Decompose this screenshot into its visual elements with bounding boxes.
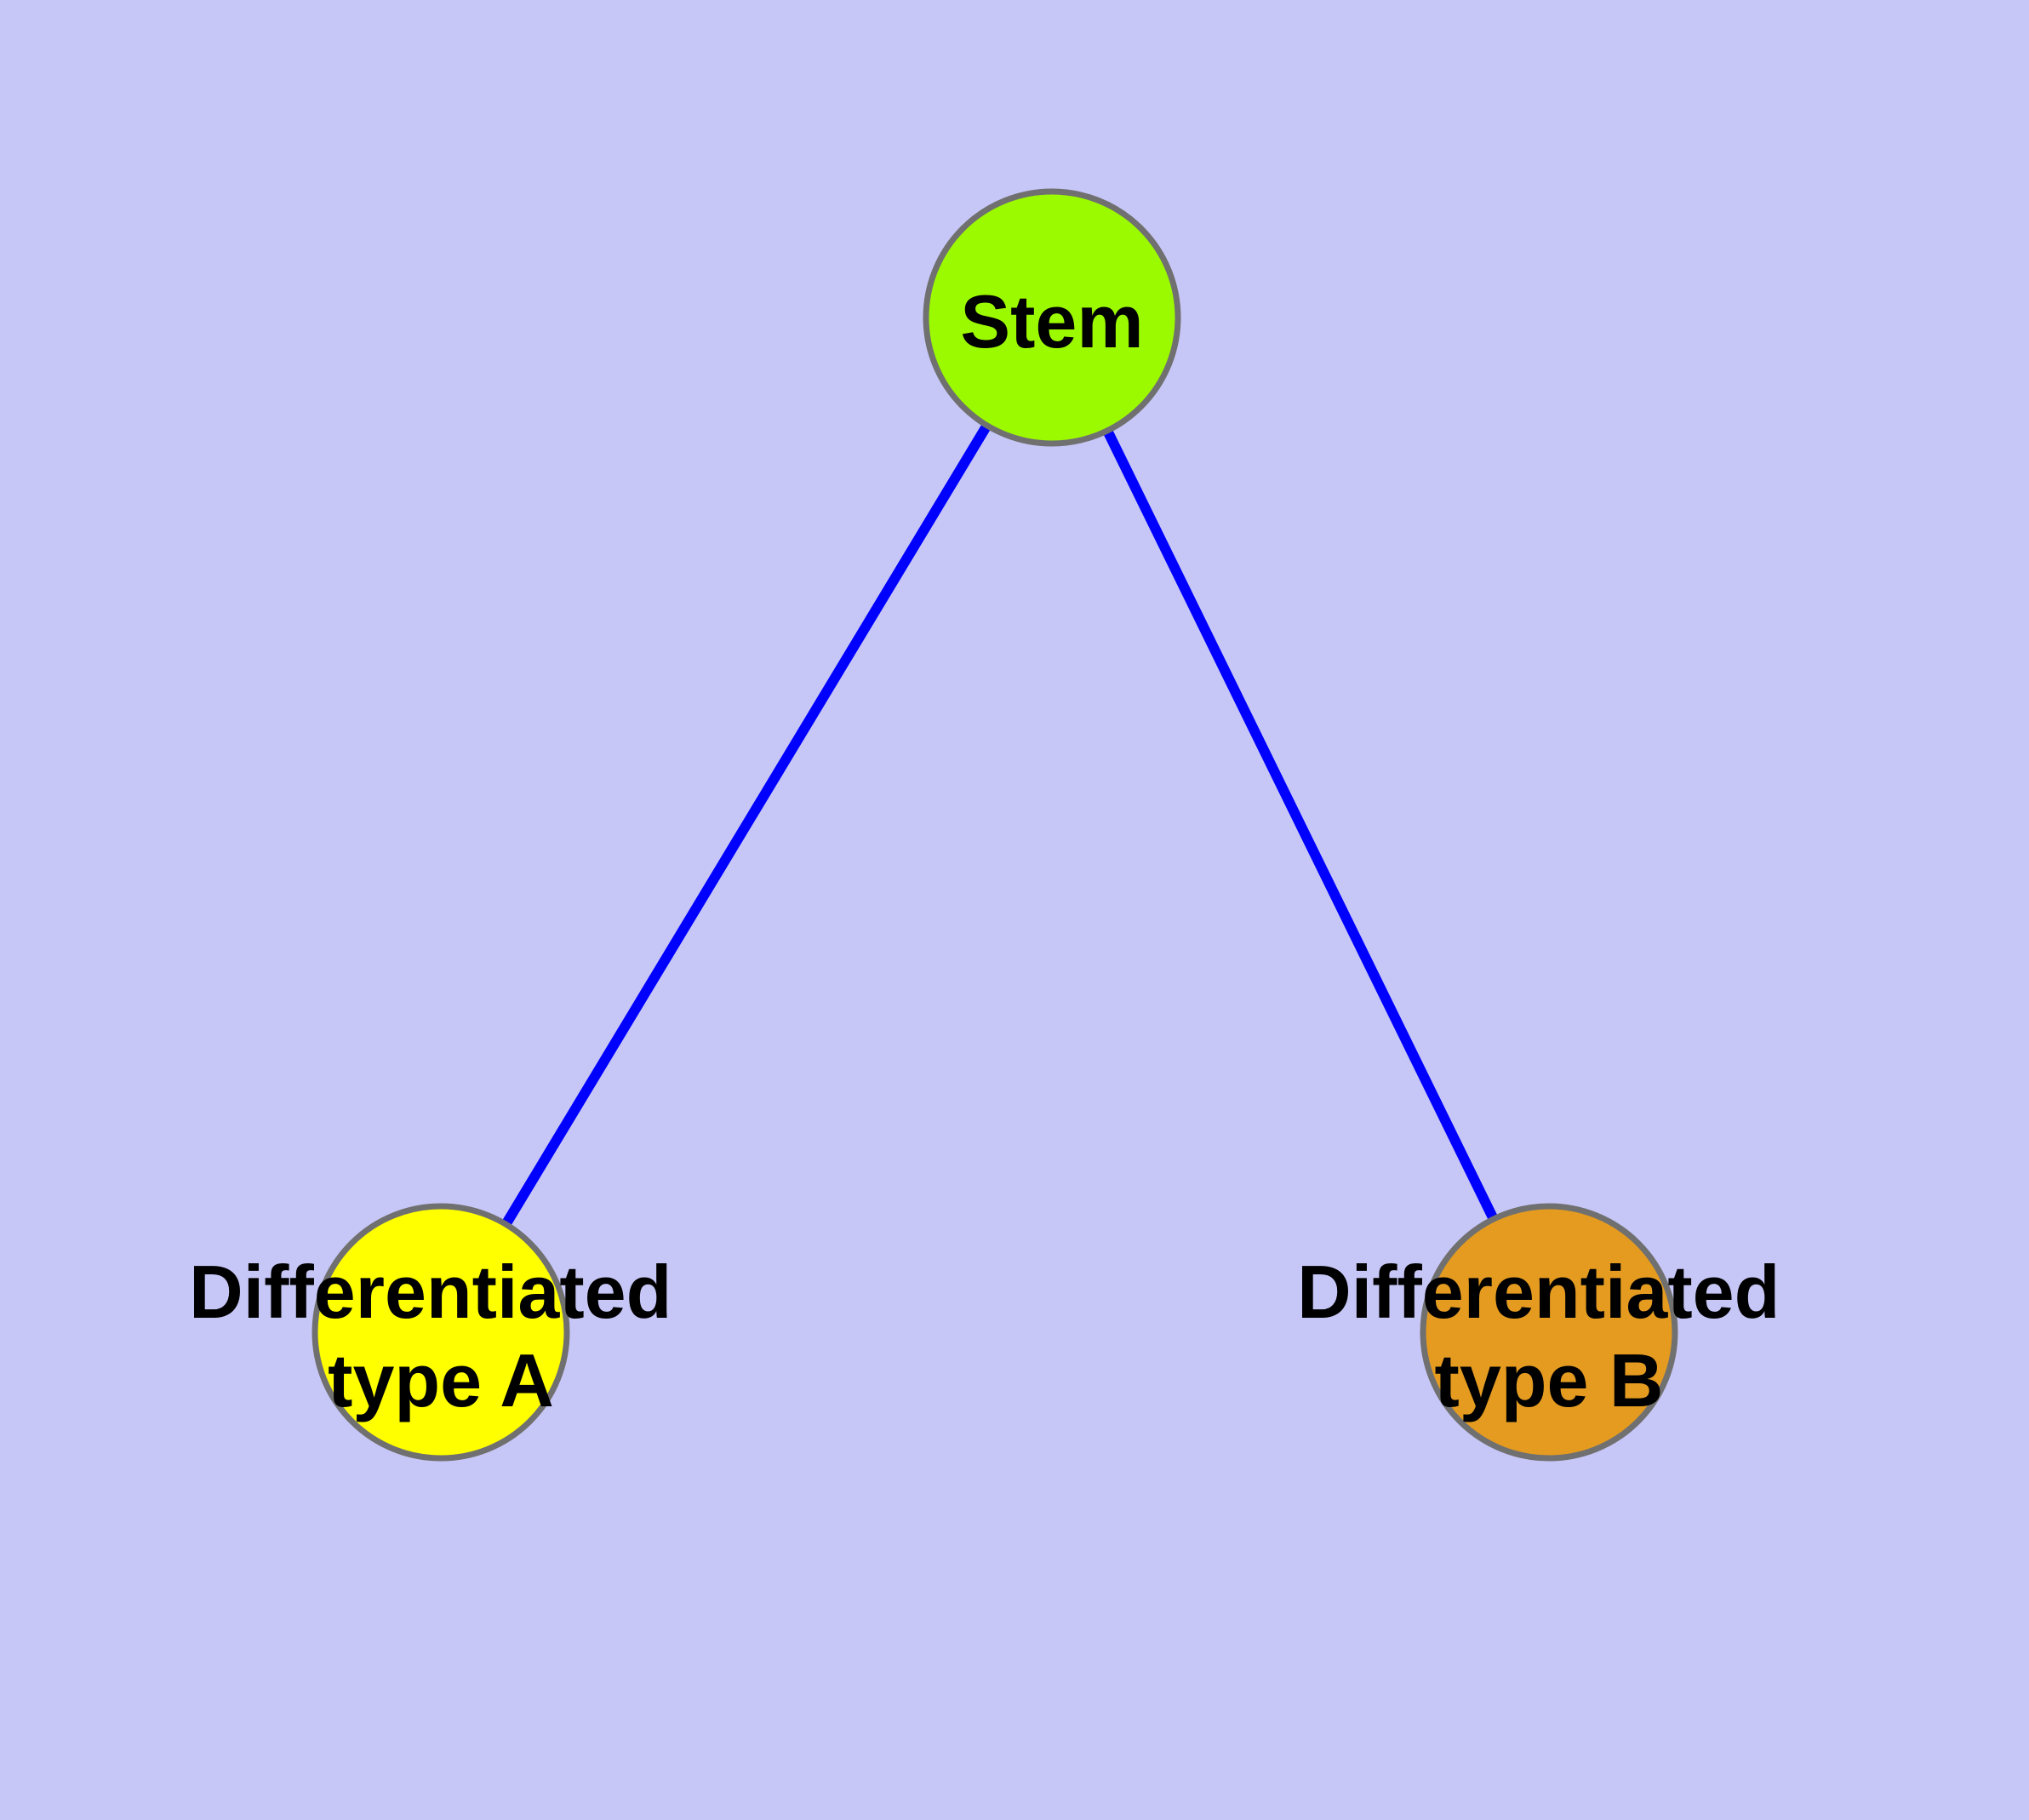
- edge-stem-to-type-b: [1047, 315, 1554, 1335]
- node-type-b-circle: [1420, 1203, 1678, 1462]
- node-type-a-label-line2: type A: [328, 1338, 554, 1422]
- node-type-b-label-line1: Differentiated: [1297, 1250, 1780, 1334]
- node-type-a-circle: [311, 1203, 570, 1462]
- node-stem-label: Stem: [960, 279, 1143, 363]
- node-stem-circle: [923, 188, 1181, 447]
- node-type-a-label-line1: Differentiated: [189, 1250, 672, 1334]
- node-type-a-label: Differentiated type A: [189, 1250, 693, 1422]
- node-type-b-label-line2: type B: [1435, 1338, 1664, 1422]
- node-type-b-label: Differentiated type B: [1297, 1250, 1801, 1422]
- edge-stem-to-type-a: [436, 314, 1057, 1336]
